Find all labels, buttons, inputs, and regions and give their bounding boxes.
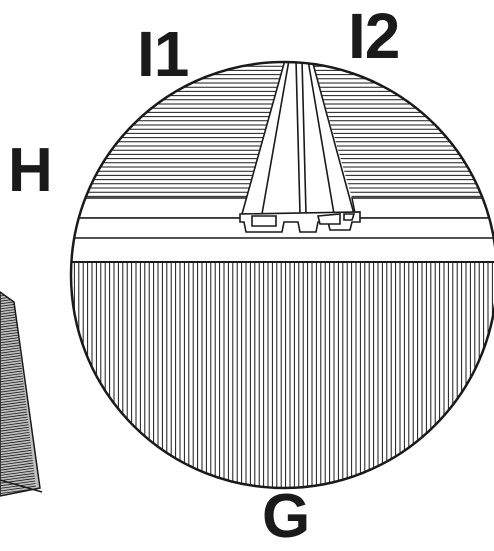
detail-circle xyxy=(69,60,494,490)
side-panel-fragment xyxy=(0,291,43,497)
label-h: H xyxy=(8,136,53,205)
joint-profile xyxy=(239,62,361,233)
label-i1: I1 xyxy=(137,18,189,90)
label-g: G xyxy=(262,482,310,551)
label-i2: I2 xyxy=(348,0,400,72)
